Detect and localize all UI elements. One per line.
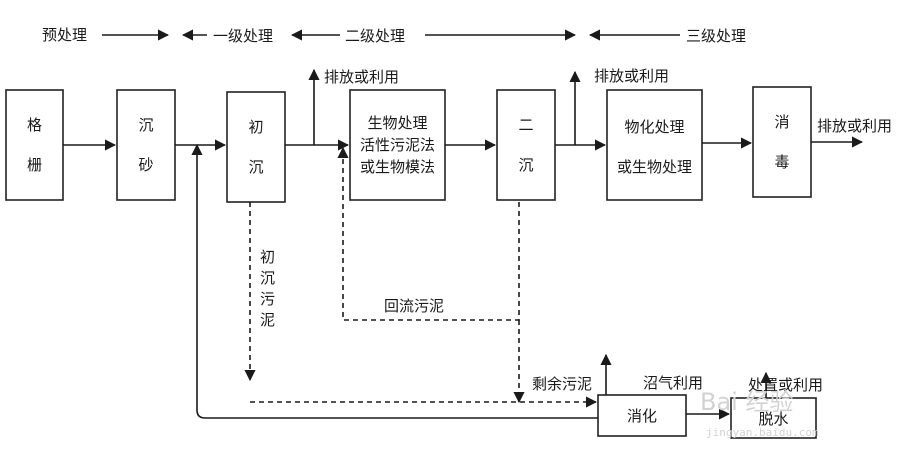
box-grit-chamber: 沉 砂 bbox=[116, 89, 176, 201]
box-dewater-label: 脱水 bbox=[758, 410, 788, 428]
stage-label-pre: 预处理 bbox=[42, 26, 87, 44]
box-disinfection: 消 毒 bbox=[752, 86, 812, 198]
discharge-label-1: 排放或利用 bbox=[324, 68, 399, 86]
box-grille-line-1: 格 bbox=[27, 116, 42, 134]
box-primary-line-1: 初 bbox=[248, 118, 263, 136]
stage-label-tertiary: 三级处理 bbox=[686, 27, 746, 45]
box-grille: 格 栅 bbox=[5, 89, 64, 201]
box-biological-treatment: 生物处理 活性污泥法 或生物模法 bbox=[349, 89, 446, 201]
stage-label-primary: 一级处理 bbox=[213, 27, 273, 45]
box-physchem-line-2: 或生物处理 bbox=[617, 158, 692, 176]
box-bio-line-1: 生物处理 bbox=[367, 114, 427, 132]
watermark-text: Bai 经验 bbox=[700, 388, 793, 416]
box-digestion: 消化 bbox=[597, 394, 687, 437]
stage-label-secondary: 二级处理 bbox=[345, 27, 405, 45]
box-secondary-settling: 二 沉 bbox=[496, 89, 556, 201]
disposal-label: 处置或利用 bbox=[748, 376, 823, 394]
box-secondary-line-2: 沉 bbox=[518, 156, 533, 174]
return-sludge-line bbox=[337, 146, 520, 321]
box-secondary-line-1: 二 bbox=[518, 116, 533, 134]
box-bio-line-2: 活性污泥法 bbox=[360, 136, 435, 154]
discharge-label-2: 排放或利用 bbox=[594, 67, 669, 85]
box-grit-line-2: 砂 bbox=[138, 156, 153, 174]
box-grit-line-1: 沉 bbox=[138, 116, 153, 134]
discharge-label-3: 排放或利用 bbox=[817, 117, 892, 135]
return-sludge-label: 回流污泥 bbox=[384, 297, 444, 315]
box-physicochemical-treatment: 物化处理 或生物处理 bbox=[606, 89, 703, 201]
digestion-return-line bbox=[191, 143, 598, 419]
box-primary-line-2: 沉 bbox=[248, 158, 263, 176]
box-bio-line-3: 或生物模法 bbox=[360, 158, 435, 176]
box-disinfect-line-2: 毒 bbox=[774, 153, 789, 171]
box-primary-settling: 初 沉 bbox=[226, 91, 286, 203]
biogas-label: 沼气利用 bbox=[643, 374, 703, 392]
box-dewatering: 脱水 bbox=[730, 397, 817, 439]
primary-sludge-char-4: 泥 bbox=[260, 311, 275, 329]
watermark-sub: jingyan.baidu.com bbox=[706, 426, 819, 439]
box-disinfect-line-1: 消 bbox=[774, 113, 789, 131]
excess-sludge-label: 剩余污泥 bbox=[532, 375, 592, 393]
primary-sludge-char-2: 沉 bbox=[260, 269, 275, 287]
watermark: Bai 经验 jingyan.baidu.com bbox=[700, 388, 819, 439]
box-physchem-line-1: 物化处理 bbox=[624, 118, 684, 136]
primary-sludge-char-1: 初 bbox=[260, 248, 275, 266]
box-digest-label: 消化 bbox=[627, 407, 657, 425]
box-grille-line-2: 栅 bbox=[27, 156, 42, 174]
primary-sludge-char-3: 污 bbox=[260, 290, 275, 308]
